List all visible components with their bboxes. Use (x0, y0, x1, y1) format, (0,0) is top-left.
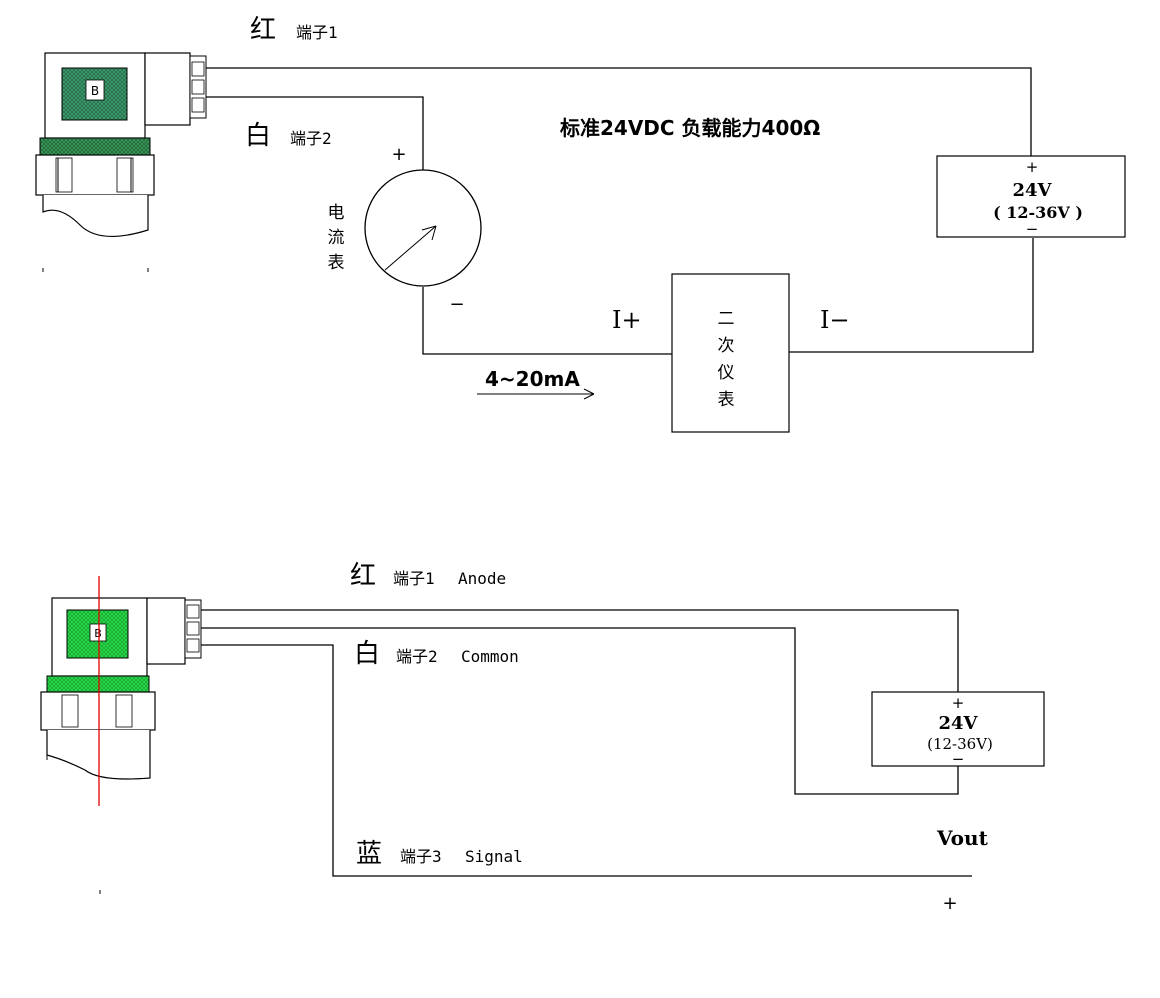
wire-blue-name-label-bottom: Signal (465, 847, 523, 866)
wire-white-terminal-label-bottom: 端子2 (396, 647, 438, 666)
wire-red-name-label-bottom: Anode (458, 569, 506, 588)
instrument-label-1: 二 (718, 309, 735, 329)
pressure-transmitter-bottom: B (40, 576, 202, 894)
vout-label: Vout (936, 826, 989, 850)
ammeter-plus: + (391, 144, 406, 165)
wire-white-terminal-label: 端子2 (290, 129, 332, 148)
ammeter-label-2: 流 (328, 228, 345, 248)
spec-text: 标准24VDC 负载能力400Ω (560, 116, 820, 140)
vout-plus: + (942, 893, 957, 914)
wire-red-color-label-bottom: 红 (350, 561, 376, 591)
supply-plus-bottom: + (952, 694, 965, 712)
wire-white-color-label: 白 (245, 121, 271, 151)
wire-blue-terminal-label-bottom: 端子3 (400, 847, 442, 866)
wire-instrument-to-supply (789, 238, 1034, 353)
wire-white-top (206, 96, 424, 170)
instrument-label-3: 仪 (718, 363, 735, 383)
instrument-label-4: 表 (718, 390, 735, 410)
wire-white-name-label-bottom: Common (461, 647, 519, 666)
i-minus-label: I− (820, 306, 850, 334)
supply-minus-top: − (1026, 220, 1039, 238)
supply-minus-bottom: − (952, 750, 965, 768)
top-circuit: B 红 端子1 白 端子2 标准24VDC 负载能力400Ω + (35, 15, 1126, 433)
power-supply-top: + 24V ( 12-36V ) − (936, 155, 1126, 238)
pressure-transmitter-top: B (35, 52, 207, 272)
supply-plus-top: + (1026, 158, 1039, 176)
secondary-instrument: 二 次 仪 表 (671, 273, 790, 433)
sensor-badge: B (91, 84, 99, 98)
wire-red-bottom (201, 609, 959, 692)
wire-red-terminal-label-bottom: 端子1 (393, 569, 435, 588)
current-direction-arrow-icon (477, 388, 595, 400)
wire-white-color-label-bottom: 白 (354, 639, 380, 669)
wire-red-top (206, 67, 1032, 156)
wire-white-bottom (201, 627, 959, 795)
wire-blue-color-label-bottom: 蓝 (356, 839, 382, 869)
ammeter: + − 电 流 表 (328, 144, 482, 315)
bottom-circuit: B 红 端子1 Anode 白 端子2 Common 蓝 端子3 Signal … (40, 561, 1045, 914)
supply-range-bottom: (12-36V) (927, 735, 993, 753)
ammeter-minus: − (449, 294, 464, 315)
i-plus-label: I+ (612, 306, 642, 334)
supply-range-top: ( 12-36V ) (993, 203, 1083, 222)
supply-voltage-bottom: 24V (938, 713, 978, 734)
wire-red-color-label: 红 (250, 15, 276, 45)
power-supply-bottom: + 24V (12-36V) − (871, 691, 1045, 768)
supply-voltage-top: 24V (1012, 180, 1052, 201)
sensor-band (39, 137, 151, 156)
instrument-label-2: 次 (718, 336, 735, 356)
sensor-badge-bottom: B (94, 627, 102, 640)
current-range-label: 4~20mA (485, 367, 580, 391)
wire-red-terminal-label: 端子1 (296, 23, 338, 42)
ammeter-label-3: 表 (328, 253, 345, 273)
wire-blue-bottom (201, 644, 972, 877)
wire-ammeter-to-instrument (422, 287, 672, 355)
ammeter-label-1: 电 (328, 203, 345, 223)
sensor-band-bottom (46, 675, 150, 693)
